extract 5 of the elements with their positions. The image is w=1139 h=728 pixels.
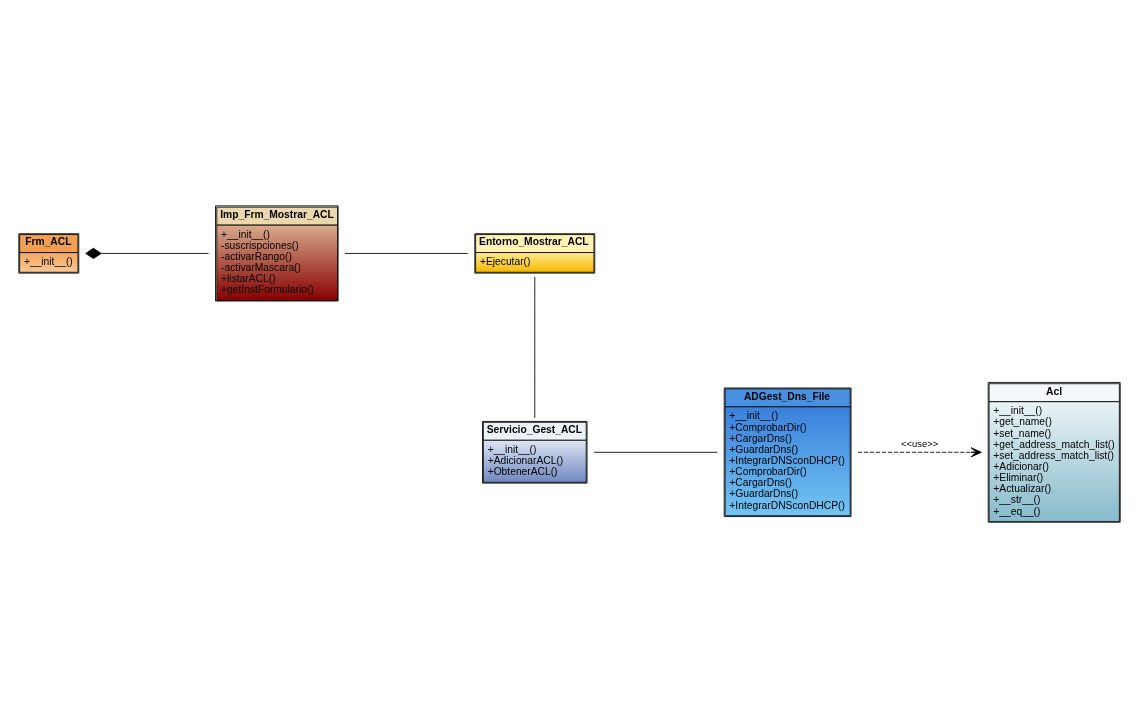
edge-label: <<use>> bbox=[901, 437, 939, 449]
connector bbox=[593, 451, 718, 453]
connector bbox=[85, 247, 209, 259]
arrow bbox=[857, 447, 982, 458]
connector bbox=[344, 253, 469, 254]
